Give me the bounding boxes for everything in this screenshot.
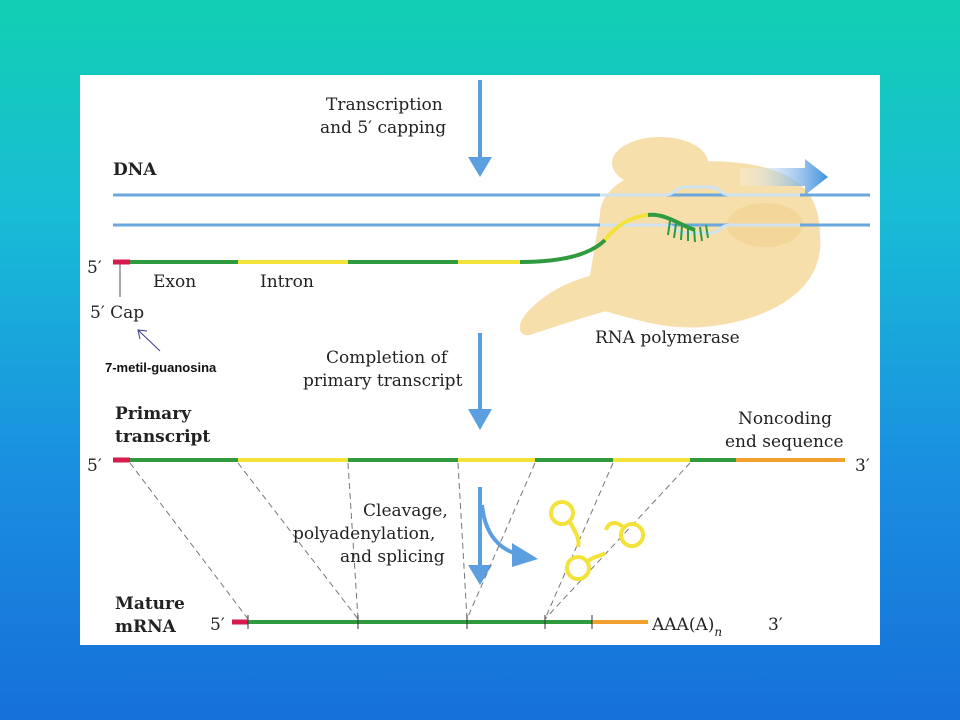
label-three-prime-1: 3′	[855, 456, 870, 476]
label-cleavage: Cleavage,	[363, 501, 448, 521]
label-rna-polymerase: RNA polymerase	[595, 328, 740, 348]
label-five-prime-3: 5′	[210, 615, 225, 635]
mrna-processing-diagram: Transcription and 5′ capping DNA 5′ Exon…	[87, 80, 870, 639]
label-splicing: and splicing	[340, 547, 445, 567]
label-five-prime-1: 5′	[87, 258, 102, 278]
label-mature: Mature	[115, 594, 185, 614]
nascent-transcript	[113, 212, 709, 297]
arrow-step3	[468, 487, 538, 585]
label-completion: Completion of	[326, 348, 449, 368]
poly-a-text: AAA(A)	[651, 615, 714, 635]
label-five-prime-2: 5′	[87, 456, 102, 476]
label-methyl-guanosine: 7-metil-guanosina	[105, 360, 217, 375]
poly-a-subscript: n	[714, 625, 722, 639]
dna-strands	[113, 185, 870, 235]
label-cap: 5′ Cap	[90, 303, 144, 323]
label-noncoding: Noncoding	[738, 409, 832, 429]
direction-arrow	[740, 159, 828, 195]
label-mrna: mRNA	[115, 617, 177, 637]
label-transcription: Transcription	[326, 95, 443, 115]
annotation-arrow	[137, 329, 161, 352]
splicing-guide-lines	[129, 462, 691, 620]
mature-mrna-strand	[232, 615, 648, 629]
label-three-prime-2: 3′	[768, 615, 783, 635]
label-and-capping: and 5′ capping	[320, 118, 446, 138]
diagram-panel: Transcription and 5′ capping DNA 5′ Exon…	[80, 75, 880, 645]
label-primary-transcript-step: primary transcript	[303, 371, 463, 391]
rna-polymerase	[519, 137, 821, 336]
arrow-step2	[468, 333, 492, 430]
label-transcript: transcript	[115, 427, 210, 447]
label-dna: DNA	[113, 160, 157, 180]
excised-introns	[549, 500, 645, 581]
label-polyadenylation: polyadenylation,	[293, 524, 435, 544]
arrow-step1	[468, 80, 492, 177]
label-poly-a-tail: AAA(A)n	[651, 615, 722, 639]
label-primary: Primary	[115, 404, 192, 424]
label-intron: Intron	[260, 272, 314, 292]
label-end-sequence: end sequence	[725, 432, 844, 452]
label-exon: Exon	[153, 272, 196, 292]
